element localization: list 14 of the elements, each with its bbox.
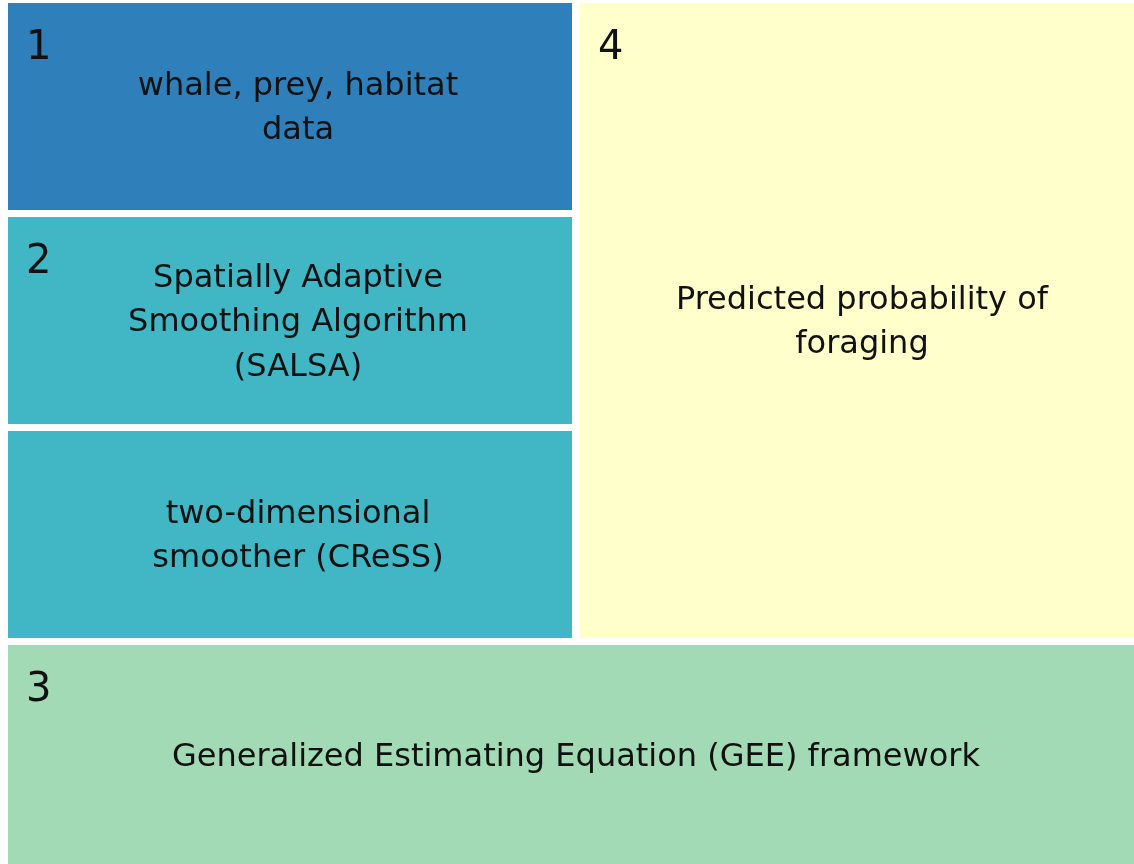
panel-label: whale, prey, habitat data xyxy=(136,63,460,150)
panel-box xyxy=(580,3,1134,638)
panel-box xyxy=(8,645,1134,864)
panel-box xyxy=(8,217,572,424)
panel-label: Spatially Adaptive Smoothing Algorithm (SALSA) xyxy=(127,255,469,386)
panel-box xyxy=(8,3,572,210)
panel-label: two-dimensional smoother (CReSS) xyxy=(151,491,445,578)
panel-number: 2 xyxy=(26,239,52,279)
panel-number: 4 xyxy=(598,25,624,65)
panel-label: Predicted probability of foraging xyxy=(674,277,1050,364)
panel-box xyxy=(8,431,572,638)
panel-number: 1 xyxy=(26,25,52,65)
panel-number: 3 xyxy=(26,667,52,707)
panel-label: Generalized Estimating Equation (GEE) framework xyxy=(171,734,981,776)
